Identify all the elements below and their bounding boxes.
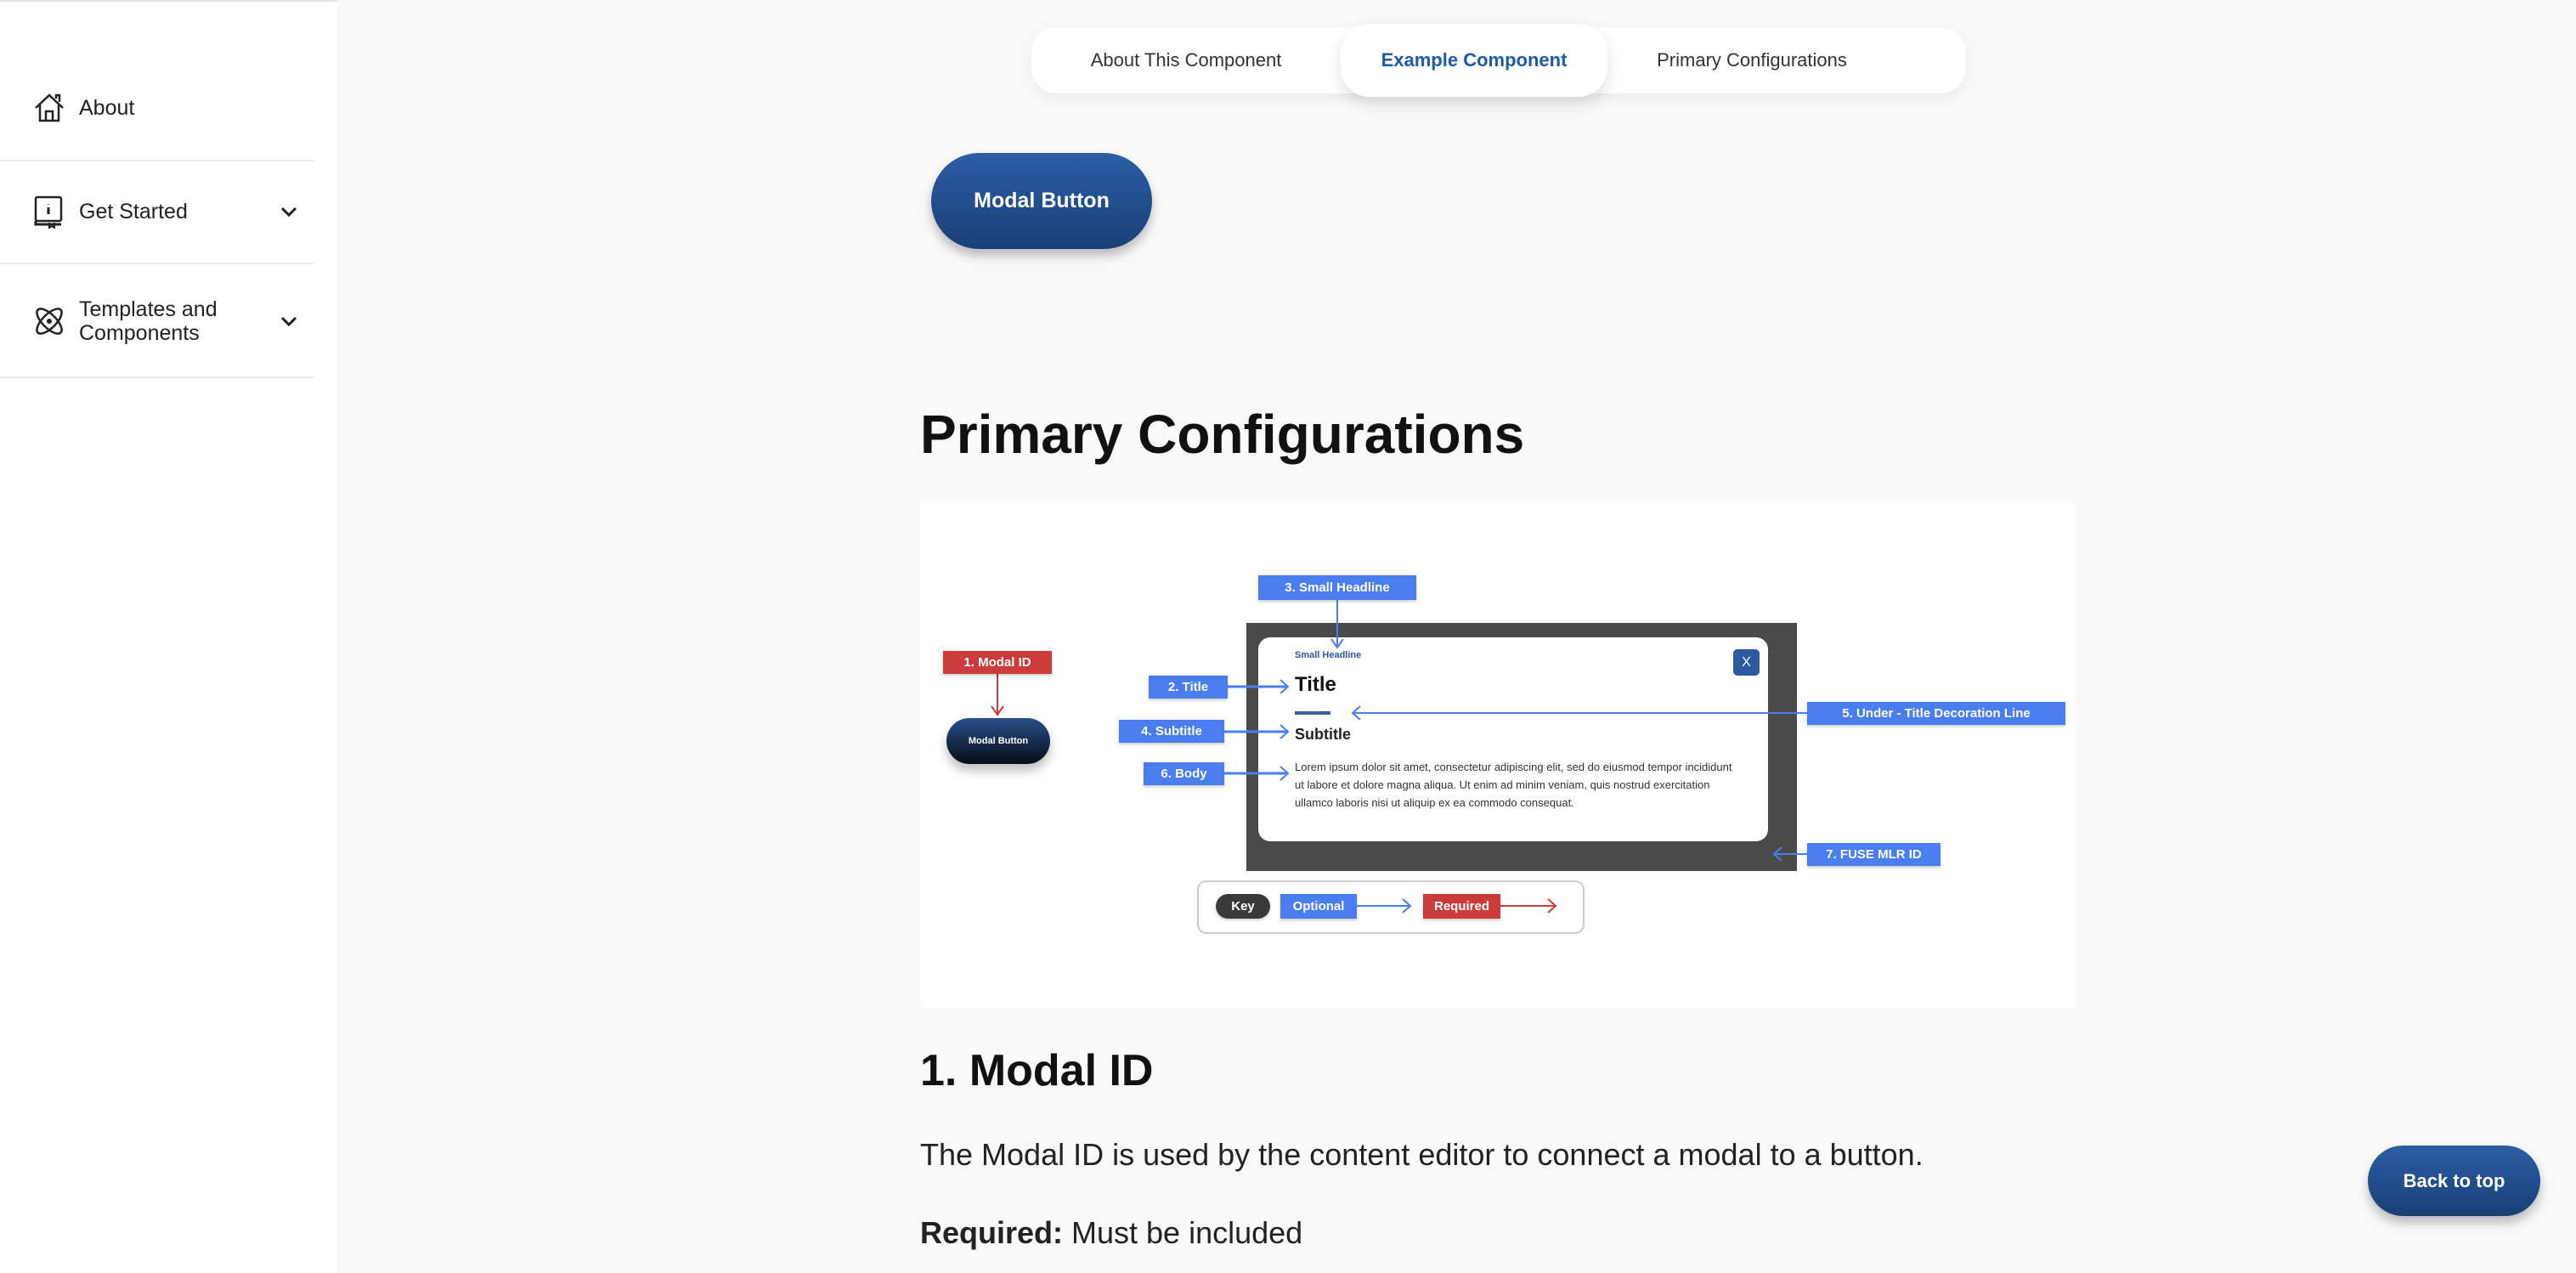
info-book-icon	[34, 195, 63, 229]
divider	[0, 376, 314, 378]
label-title: 2. Title	[1149, 676, 1228, 699]
divider	[0, 160, 314, 161]
label-body: 6. Body	[1144, 762, 1224, 785]
tab-about-this-component[interactable]: About This Component	[1090, 49, 1282, 71]
modal-card	[1258, 637, 1768, 841]
home-icon	[35, 93, 64, 122]
sidebar-item-get-started[interactable]: Get Started	[0, 195, 314, 229]
subsection-title: 1. Modal ID	[920, 1046, 1154, 1095]
key-label: Key	[1216, 894, 1270, 919]
section-title: Primary Configurations	[920, 404, 1525, 465]
divider	[0, 263, 314, 264]
sidebar-item-about[interactable]: About	[0, 91, 314, 125]
tab-bar: About This Component Example Component P…	[1031, 24, 1966, 97]
tab-example-component[interactable]: Example Component	[1341, 24, 1607, 97]
label-subtitle: 4. Subtitle	[1119, 720, 1224, 743]
sidebar-item-label: About	[79, 96, 135, 120]
required-label: Required:	[920, 1215, 1064, 1250]
label-decoration-line: 5. Under - Title Decoration Line	[1807, 702, 2065, 725]
back-to-top-button[interactable]: Back to top	[2368, 1146, 2540, 1216]
diagram-arrows	[991, 600, 1807, 934]
modal-subtitle: Subtitle	[1295, 726, 1351, 743]
required-line: Required: Must be included	[920, 1215, 1302, 1251]
required-value: Must be included	[1063, 1215, 1303, 1250]
sidebar-item-label: Get Started	[79, 200, 188, 223]
close-icon: X	[1733, 649, 1760, 676]
modal-small-headline: Small Headline	[1295, 650, 1362, 660]
key-required: Required	[1423, 894, 1500, 919]
label-modal-id: 1. Modal ID	[943, 651, 1052, 674]
sidebar-item-label: Templates and Components	[79, 297, 217, 345]
chevron-down-icon[interactable]	[279, 311, 299, 331]
key-optional: Optional	[1280, 894, 1357, 919]
label-small-headline: 3. Small Headline	[1258, 575, 1416, 600]
sidebar: About Get Started Templates and Componen…	[0, 0, 337, 1273]
modal-button[interactable]: Modal Button	[931, 153, 1152, 249]
chevron-down-icon[interactable]	[279, 201, 299, 222]
modal-body: Lorem ipsum dolor sit amet, consectetur …	[1295, 761, 1732, 809]
diagram-modal-button: Modal Button	[946, 718, 1050, 764]
configuration-diagram: 1. Modal ID Modal Button 3. Small Headli…	[920, 503, 2076, 1008]
tab-primary-configurations[interactable]: Primary Configurations	[1657, 49, 1847, 71]
sidebar-item-templates-and-components[interactable]: Templates and Components	[0, 297, 314, 345]
modal-title: Title	[1295, 673, 1336, 696]
modal-id-description: The Modal ID is used by the content edit…	[920, 1137, 1924, 1172]
atom-icon	[36, 308, 63, 335]
label-fuse-mlr-id: 7. FUSE MLR ID	[1807, 843, 1940, 866]
